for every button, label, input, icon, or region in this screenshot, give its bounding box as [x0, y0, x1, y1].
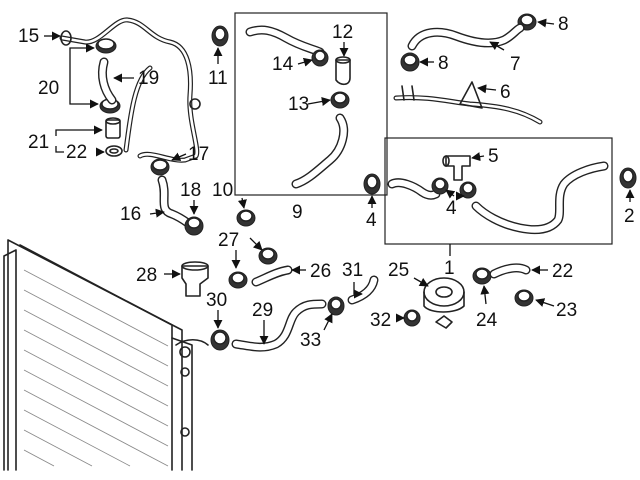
group-box-1 — [384, 137, 613, 245]
label-25: 24 — [476, 310, 498, 331]
part-27-hose — [251, 265, 293, 287]
part-11-clamp — [211, 25, 229, 47]
label-27: 26 — [310, 261, 331, 282]
label-20: 20 — [38, 78, 59, 99]
part-32-hose — [347, 275, 379, 305]
part-10-clamp — [236, 209, 256, 227]
label-15: 15 — [18, 26, 39, 47]
label-28: 27 — [218, 230, 239, 251]
part-6-pipe — [393, 81, 543, 125]
label-19: 19 — [138, 68, 159, 89]
label-2: 2 — [624, 206, 635, 227]
part-24-clamp — [514, 289, 534, 307]
part-26-pump — [423, 277, 465, 329]
part-3-clamp — [363, 173, 381, 195]
callout-labels: 15 20 19 21 22 17 18 16 11 14 12 13 10 9… — [18, 14, 635, 351]
part-34-clamp — [327, 296, 345, 316]
label-7: 7 — [510, 54, 521, 75]
part-12-elbow — [335, 56, 351, 86]
label-3: 4 — [366, 210, 377, 231]
part-9-lower-hose — [291, 113, 349, 189]
label-26: 25 — [388, 260, 409, 281]
part-18-clamp — [184, 216, 204, 236]
part-2-clamp — [619, 167, 637, 189]
part-4-tee — [442, 155, 471, 181]
label-9: 9 — [292, 202, 303, 223]
part-33-clamp — [403, 309, 421, 327]
label-29: 28 — [136, 265, 157, 286]
part-31-clamp — [210, 329, 230, 351]
part-22-oring — [105, 145, 123, 157]
label-5: 4 — [446, 198, 457, 219]
label-22: 22 — [66, 142, 87, 163]
label-23: 22 — [552, 261, 573, 282]
label-1: 1 — [444, 258, 455, 279]
part-21-fitting — [105, 117, 121, 139]
part-14-clamp — [311, 49, 329, 67]
label-18: 18 — [180, 180, 201, 201]
part-8-clamp-top — [517, 13, 537, 31]
label-13: 13 — [288, 94, 309, 115]
label-8-top: 8 — [558, 14, 569, 35]
label-14: 14 — [272, 54, 294, 75]
label-11: 11 — [208, 68, 228, 89]
part-28-clamps — [228, 247, 278, 289]
group-box-9 — [234, 12, 388, 196]
part-23-hose — [489, 263, 531, 279]
part-13-clamp — [330, 91, 350, 109]
part-15-pipe — [59, 17, 201, 163]
label-6: 6 — [500, 82, 511, 103]
label-30: 29 — [252, 300, 273, 321]
label-12: 12 — [332, 22, 353, 43]
leader-lines — [44, 18, 635, 345]
label-10: 10 — [212, 180, 233, 201]
label-32: 31 — [342, 260, 363, 281]
part-17-clamp — [150, 158, 170, 176]
label-8-left: 8 — [438, 53, 449, 74]
label-4: 5 — [488, 146, 499, 167]
label-34: 33 — [300, 330, 321, 351]
label-33: 32 — [370, 310, 391, 331]
part-25-clamp — [472, 267, 492, 285]
label-24: 23 — [556, 300, 577, 321]
label-16: 16 — [120, 204, 141, 225]
radiator — [3, 239, 209, 471]
part-9-upper-hose — [245, 25, 325, 57]
part-30-hose — [231, 299, 327, 352]
label-31: 30 — [206, 290, 227, 311]
label-21: 21 — [28, 132, 49, 153]
part-8-clamp-left — [400, 52, 420, 72]
part-1-hoses — [387, 161, 609, 235]
part-7-hose — [407, 23, 525, 51]
part-19-hose — [97, 57, 117, 105]
label-17: 17 — [188, 144, 209, 165]
part-29-fitting — [181, 261, 209, 297]
